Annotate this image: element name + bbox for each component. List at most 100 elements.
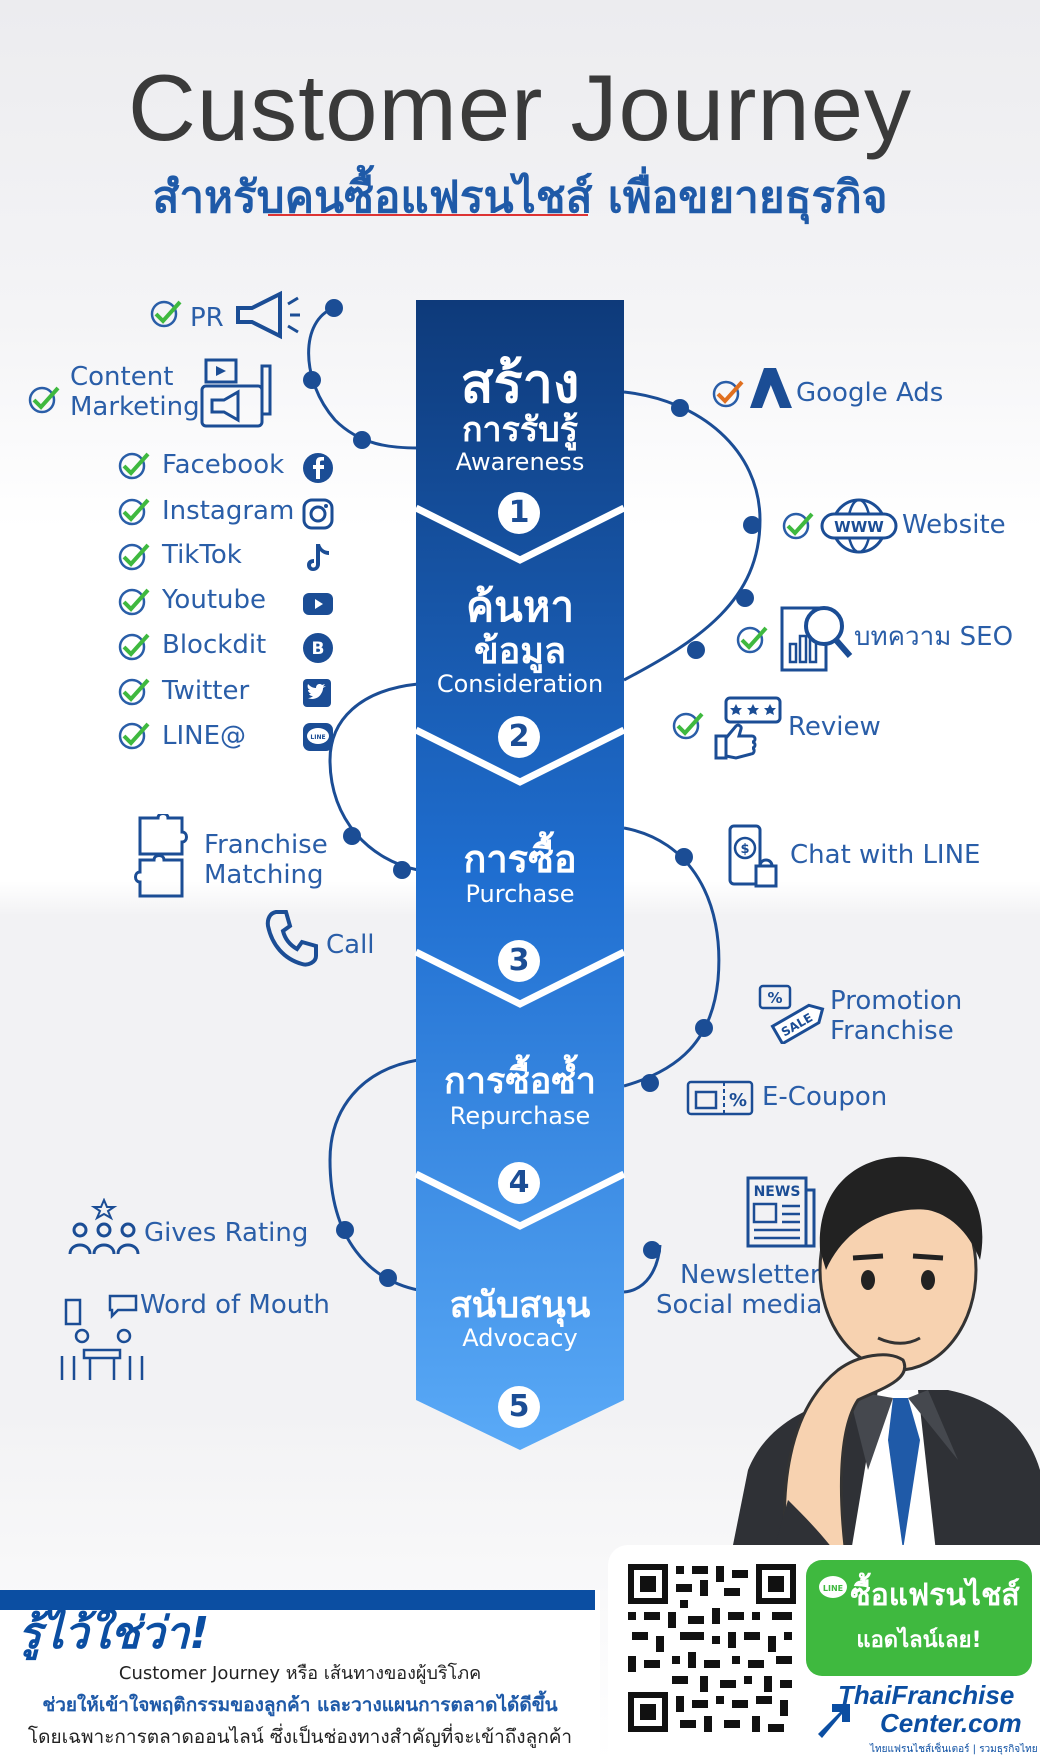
newsletter-label-1: Newsletter (680, 1260, 821, 1290)
check-icon (118, 543, 150, 571)
check-icon (118, 633, 150, 661)
stage-divider (414, 726, 626, 786)
curve-awareness-right (623, 390, 762, 682)
businessman-illustration (728, 1156, 1040, 1570)
check-icon (712, 380, 744, 408)
line-cta-label: ซื้อแฟรนไชส์ (850, 1578, 1020, 1613)
node-dot (353, 431, 371, 449)
stage-5-title: สนับสนุน (449, 1285, 591, 1326)
check-icon (118, 588, 150, 616)
node-dot (643, 1241, 661, 1259)
brand-name-1: ThaiFranchise (838, 1680, 1015, 1710)
review-thumbs-icon (714, 696, 782, 760)
line-icon: LINE (303, 723, 333, 751)
check-icon (782, 512, 814, 540)
pr-label: PR (190, 303, 224, 333)
social-twitter: Twitter (162, 676, 250, 706)
stage-2-number: 2 (498, 716, 540, 758)
promotion-label-1: Promotion (830, 986, 963, 1016)
brand-arrow-icon (818, 1704, 850, 1738)
footer-strip (0, 1590, 595, 1610)
brand-name-2: Center.com (880, 1708, 1022, 1738)
qr-code[interactable] (624, 1560, 800, 1736)
twitter-icon (303, 679, 331, 707)
promotion-label-2: Franchise (830, 1016, 954, 1046)
website-icon-text: WWW (834, 518, 884, 536)
check-icon (118, 452, 150, 480)
franchise-matching-1: Franchise (204, 830, 328, 860)
stage-1-subtitle: การรับรู้ (461, 410, 579, 450)
newspaper-icon: NEWS (746, 1176, 816, 1248)
footer-band (0, 1590, 600, 1762)
footer-heading: รู้ไว้ใช่ว่า! (18, 1608, 210, 1659)
rating-people-icon (68, 1198, 140, 1255)
svg-text:B: B (312, 639, 325, 659)
stage-3-number: 3 (498, 940, 540, 982)
stage-1-number: 1 (498, 492, 540, 534)
subtitle-underline (268, 214, 588, 216)
page-title: Customer Journey (128, 55, 912, 160)
node-dot (671, 399, 689, 417)
social-blockdit: Blockdit (162, 630, 267, 660)
social-youtube: Youtube (162, 585, 266, 615)
stage-divider (414, 948, 626, 1008)
stage-divider (414, 504, 626, 564)
curve-purchase-right (623, 826, 721, 1088)
meeting-icon (60, 1294, 144, 1380)
node-dot (687, 641, 705, 659)
curve-consideration-left (328, 682, 419, 872)
google-ads-label: Google Ads (796, 378, 944, 408)
coupon-icon: % (686, 1080, 754, 1116)
stage-1-title: สร้าง (460, 352, 580, 415)
stage-2-en: Consideration (436, 670, 604, 698)
curve-awareness-left (307, 306, 419, 450)
stage-5-number: 5 (498, 1386, 540, 1428)
node-dot (343, 827, 361, 845)
check-icon (118, 722, 150, 750)
stage-divider (414, 1170, 626, 1230)
stage-4-en: Repurchase (449, 1102, 591, 1130)
ecoupon-label: E-Coupon (762, 1082, 888, 1112)
svg-text:%: % (767, 989, 782, 1007)
check-icon (736, 626, 768, 654)
line-cta-sublabel: แอดไลน์เลย! (856, 1628, 982, 1653)
newsletter-label-2: Social media (656, 1290, 823, 1320)
social-line: LINE@ (162, 721, 247, 751)
globe-icon: WWW (820, 498, 898, 554)
stage-4-title: การซื้อซ้ำ (443, 1061, 597, 1102)
stage-2-title: ค้นหา (465, 582, 575, 631)
node-dot (736, 589, 754, 607)
line-cta-button[interactable] (806, 1560, 1032, 1676)
line-badge-text: LINE (823, 1584, 843, 1593)
node-dot (675, 848, 693, 866)
megaphone-icon (236, 290, 300, 340)
stage-column (416, 300, 624, 1450)
node-dot (641, 1074, 659, 1092)
node-dot (379, 1269, 397, 1287)
line-badge-icon: LINE (819, 1576, 847, 1598)
footer-line-3: โดยเฉพาะการตลาดออนไลน์ ซึ่งเป็นช่องทางสำ… (27, 1726, 573, 1748)
brand-tagline: ไทยแฟรนไชส์เซ็นเตอร์ | รวมธุรกิจไทย (870, 1744, 1038, 1755)
franchise-matching-2: Matching (204, 860, 324, 890)
call-label: Call (326, 930, 375, 960)
curve-repurchase-left (328, 1058, 419, 1292)
youtube-icon (303, 593, 333, 615)
node-dot (743, 516, 761, 534)
stage-3-title: การซื้อ (463, 837, 577, 881)
svg-text:$: $ (740, 842, 749, 857)
website-label: Website (902, 510, 1006, 540)
node-dot (325, 299, 343, 317)
news-icon-text: NEWS (754, 1184, 801, 1200)
puzzle-icon (134, 814, 188, 898)
seo-magnifier-icon (780, 606, 853, 672)
check-icon (150, 300, 182, 328)
social-tiktok: TikTok (162, 540, 242, 570)
stage-1-en: Awareness (455, 448, 585, 476)
content-label-1: Content (70, 362, 174, 392)
blockdit-icon: B (303, 633, 333, 663)
instagram-icon (302, 498, 334, 530)
gives-rating-label: Gives Rating (144, 1218, 309, 1248)
content-label-2: Marketing (70, 392, 200, 422)
